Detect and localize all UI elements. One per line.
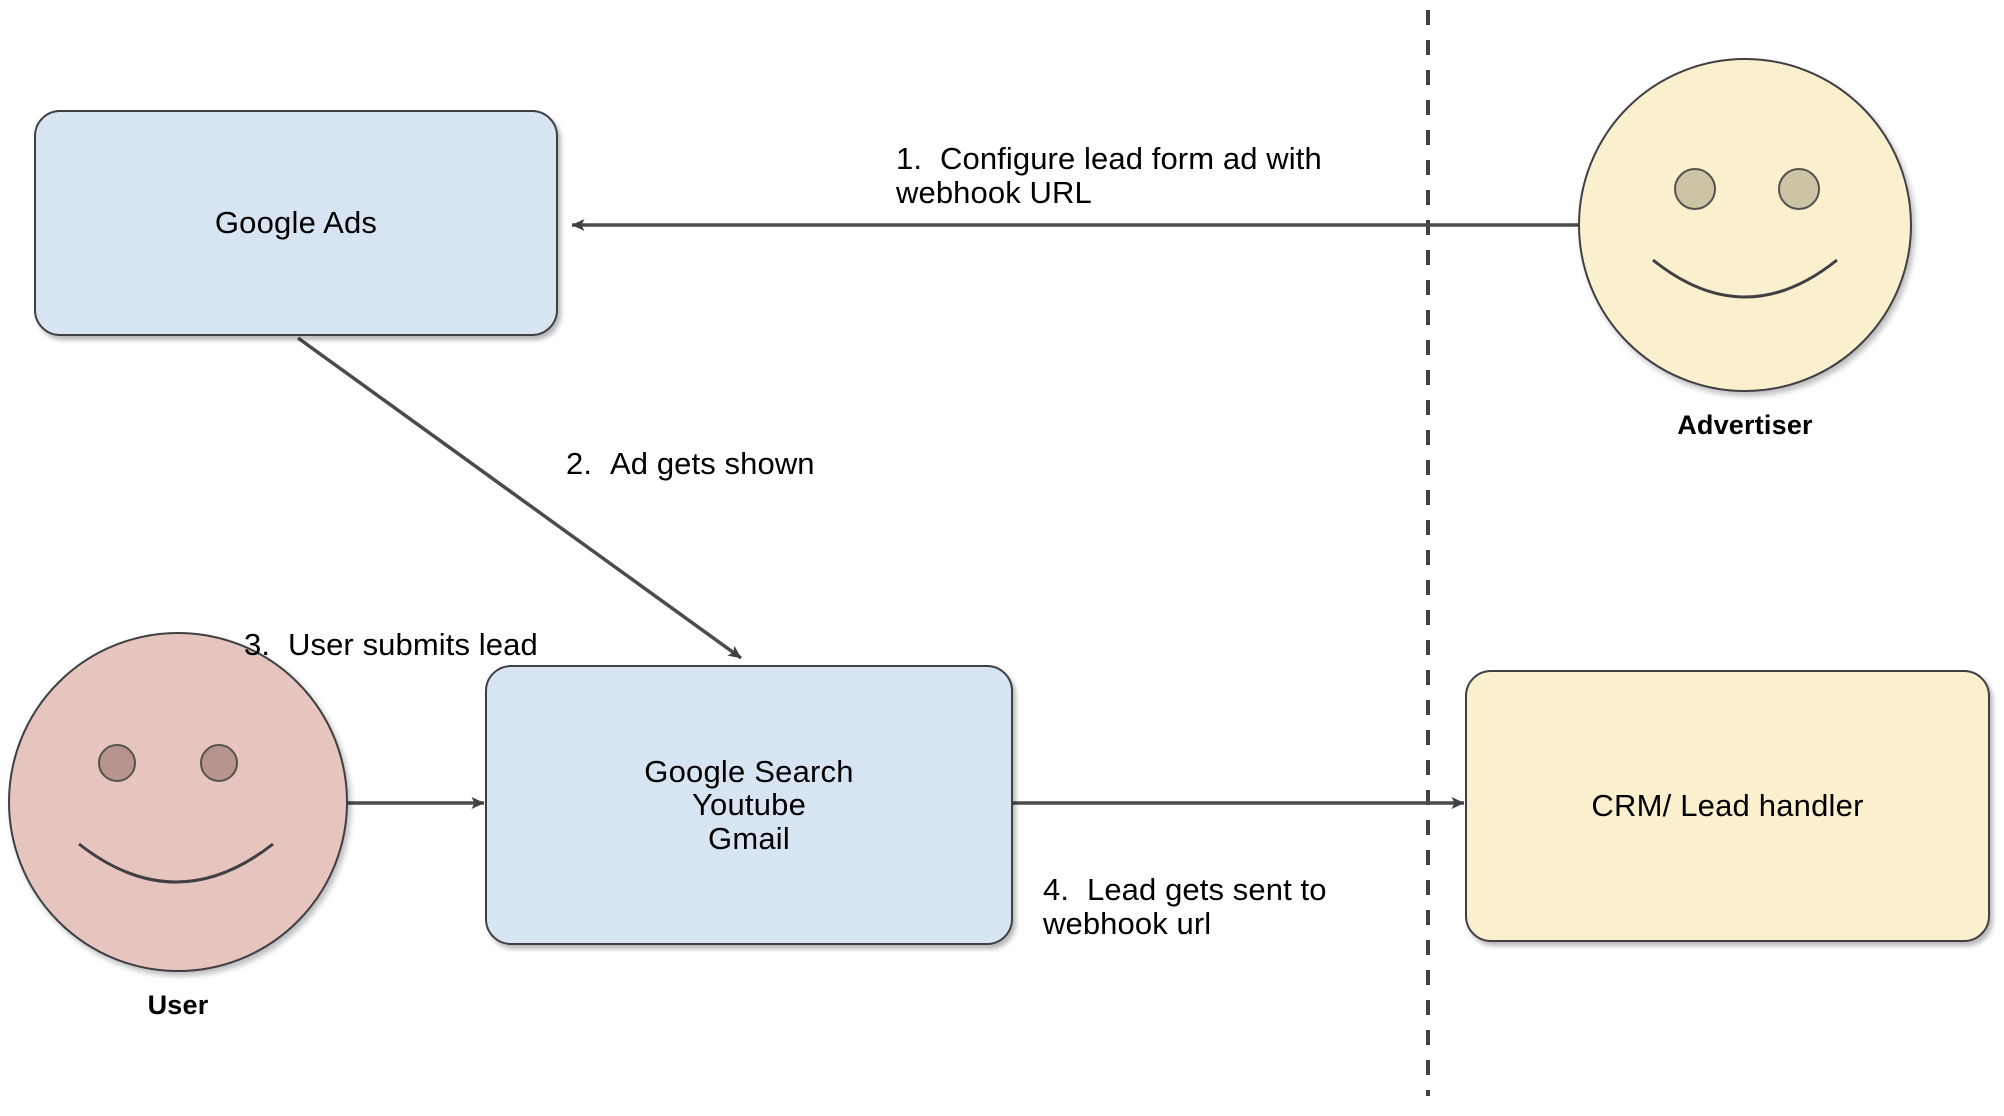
step-3-annotation: 3. User submits lead bbox=[244, 593, 644, 662]
advertiser-smile-icon bbox=[1650, 256, 1840, 326]
node-crm-lead-handler[interactable]: CRM/ Lead handler bbox=[1465, 670, 1990, 942]
step-2-text: Ad gets shown bbox=[610, 445, 815, 481]
user-left-eye-icon bbox=[98, 744, 136, 782]
step-1-annotation: 1.Configure lead form ad with webhook UR… bbox=[896, 107, 1416, 211]
step-1-text: Configure lead form ad with webhook URL bbox=[896, 140, 1322, 211]
node-google-ads[interactable]: Google Ads bbox=[34, 110, 558, 336]
advertiser-right-eye-icon bbox=[1778, 168, 1820, 210]
advertiser-face-icon bbox=[1578, 58, 1912, 392]
actor-user[interactable]: User bbox=[8, 632, 348, 1032]
node-google-properties[interactable]: Google Search Youtube Gmail bbox=[485, 665, 1013, 945]
step-3-text: User submits lead bbox=[288, 626, 538, 662]
step-2-annotation: 2. Ad gets shown bbox=[566, 412, 966, 481]
user-smile-icon bbox=[76, 840, 276, 912]
user-right-eye-icon bbox=[200, 744, 238, 782]
actor-advertiser-label: Advertiser bbox=[1677, 410, 1813, 440]
node-crm-lead-handler-label: CRM/ Lead handler bbox=[1591, 788, 1864, 824]
actor-user-label: User bbox=[147, 990, 209, 1020]
advertiser-left-eye-icon bbox=[1674, 168, 1716, 210]
actor-advertiser[interactable]: Advertiser bbox=[1578, 58, 1912, 448]
user-face-icon bbox=[8, 632, 348, 972]
node-google-ads-label: Google Ads bbox=[214, 205, 378, 241]
step-3-number: 3. bbox=[244, 626, 271, 662]
step-2-number: 2. bbox=[566, 445, 593, 481]
step-1-number: 1. bbox=[896, 140, 923, 176]
node-google-properties-label: Google Search Youtube Gmail bbox=[644, 754, 854, 856]
step-4-annotation: 4.Lead gets sent to webhook url bbox=[1043, 838, 1443, 942]
step-4-number: 4. bbox=[1043, 871, 1070, 907]
step-4-text: Lead gets sent to webhook url bbox=[1043, 871, 1327, 942]
